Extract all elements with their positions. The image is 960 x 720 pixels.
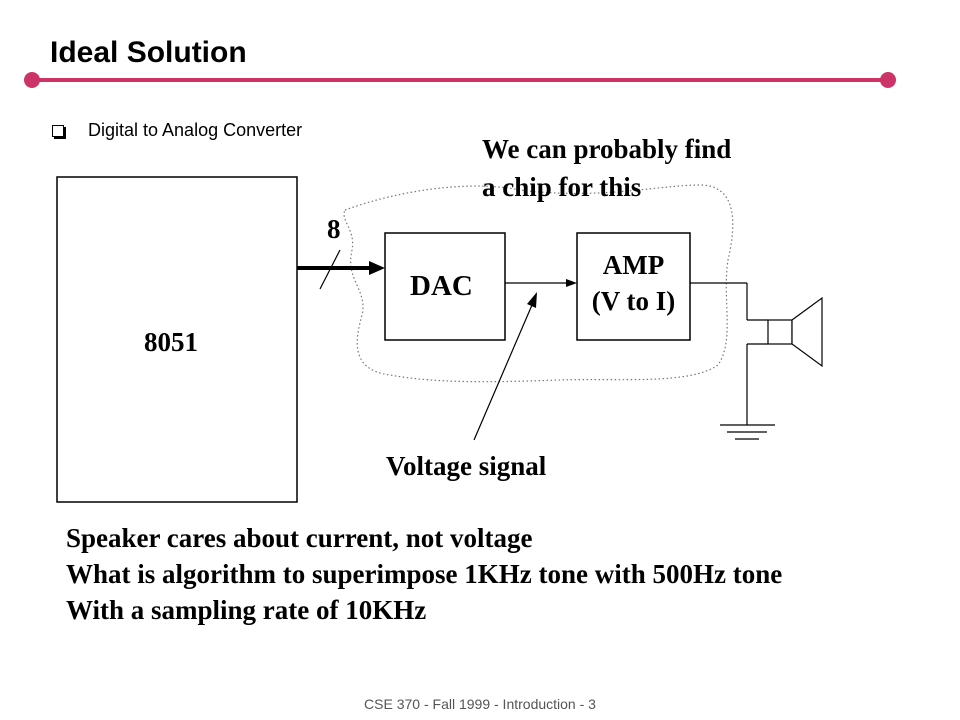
discussion-line-1: Speaker cares about current, not voltage — [66, 523, 533, 553]
discussion-points: Speaker cares about current, not voltage… — [66, 520, 782, 628]
discussion-line-3: With a sampling rate of 10KHz — [66, 595, 427, 625]
chip-cloud-outline — [343, 184, 734, 383]
dac-amp-arrowhead — [566, 279, 577, 287]
bus-width-slash — [319, 249, 341, 290]
amp-label-line2: (V to I) — [591, 286, 676, 316]
amp-box — [576, 232, 691, 341]
amp-label-line1: AMP — [602, 250, 665, 280]
chip-note: We can probably find a chip for this — [482, 130, 731, 206]
dac-box — [384, 232, 506, 341]
mcu-box — [56, 176, 298, 503]
discussion-line-2: What is algorithm to superimpose 1KHz to… — [66, 559, 783, 589]
bus-width-label: 8 — [327, 214, 341, 244]
chip-note-line2: a chip for this — [482, 172, 642, 202]
voltage-pointer-line — [473, 304, 533, 441]
slide-title: Ideal Solution — [50, 36, 247, 69]
title-rule-right-dot — [880, 72, 896, 88]
voltage-signal-label: Voltage signal — [386, 451, 547, 481]
chip-note-line1: We can probably find — [482, 134, 732, 164]
voltage-pointer-arrowhead — [527, 292, 537, 308]
title-rule-left-dot — [24, 72, 40, 88]
slide-footer: CSE 370 - Fall 1999 - Introduction - 3 — [364, 696, 596, 712]
mcu-label: 8051 — [144, 327, 198, 357]
dac-label: DAC — [410, 270, 473, 302]
bullet-text: Digital to Analog Converter — [88, 120, 303, 140]
bus-arrowhead — [369, 261, 385, 275]
bullet-marker — [52, 125, 64, 137]
ground-icon — [720, 424, 775, 440]
speaker-icon — [767, 296, 823, 368]
